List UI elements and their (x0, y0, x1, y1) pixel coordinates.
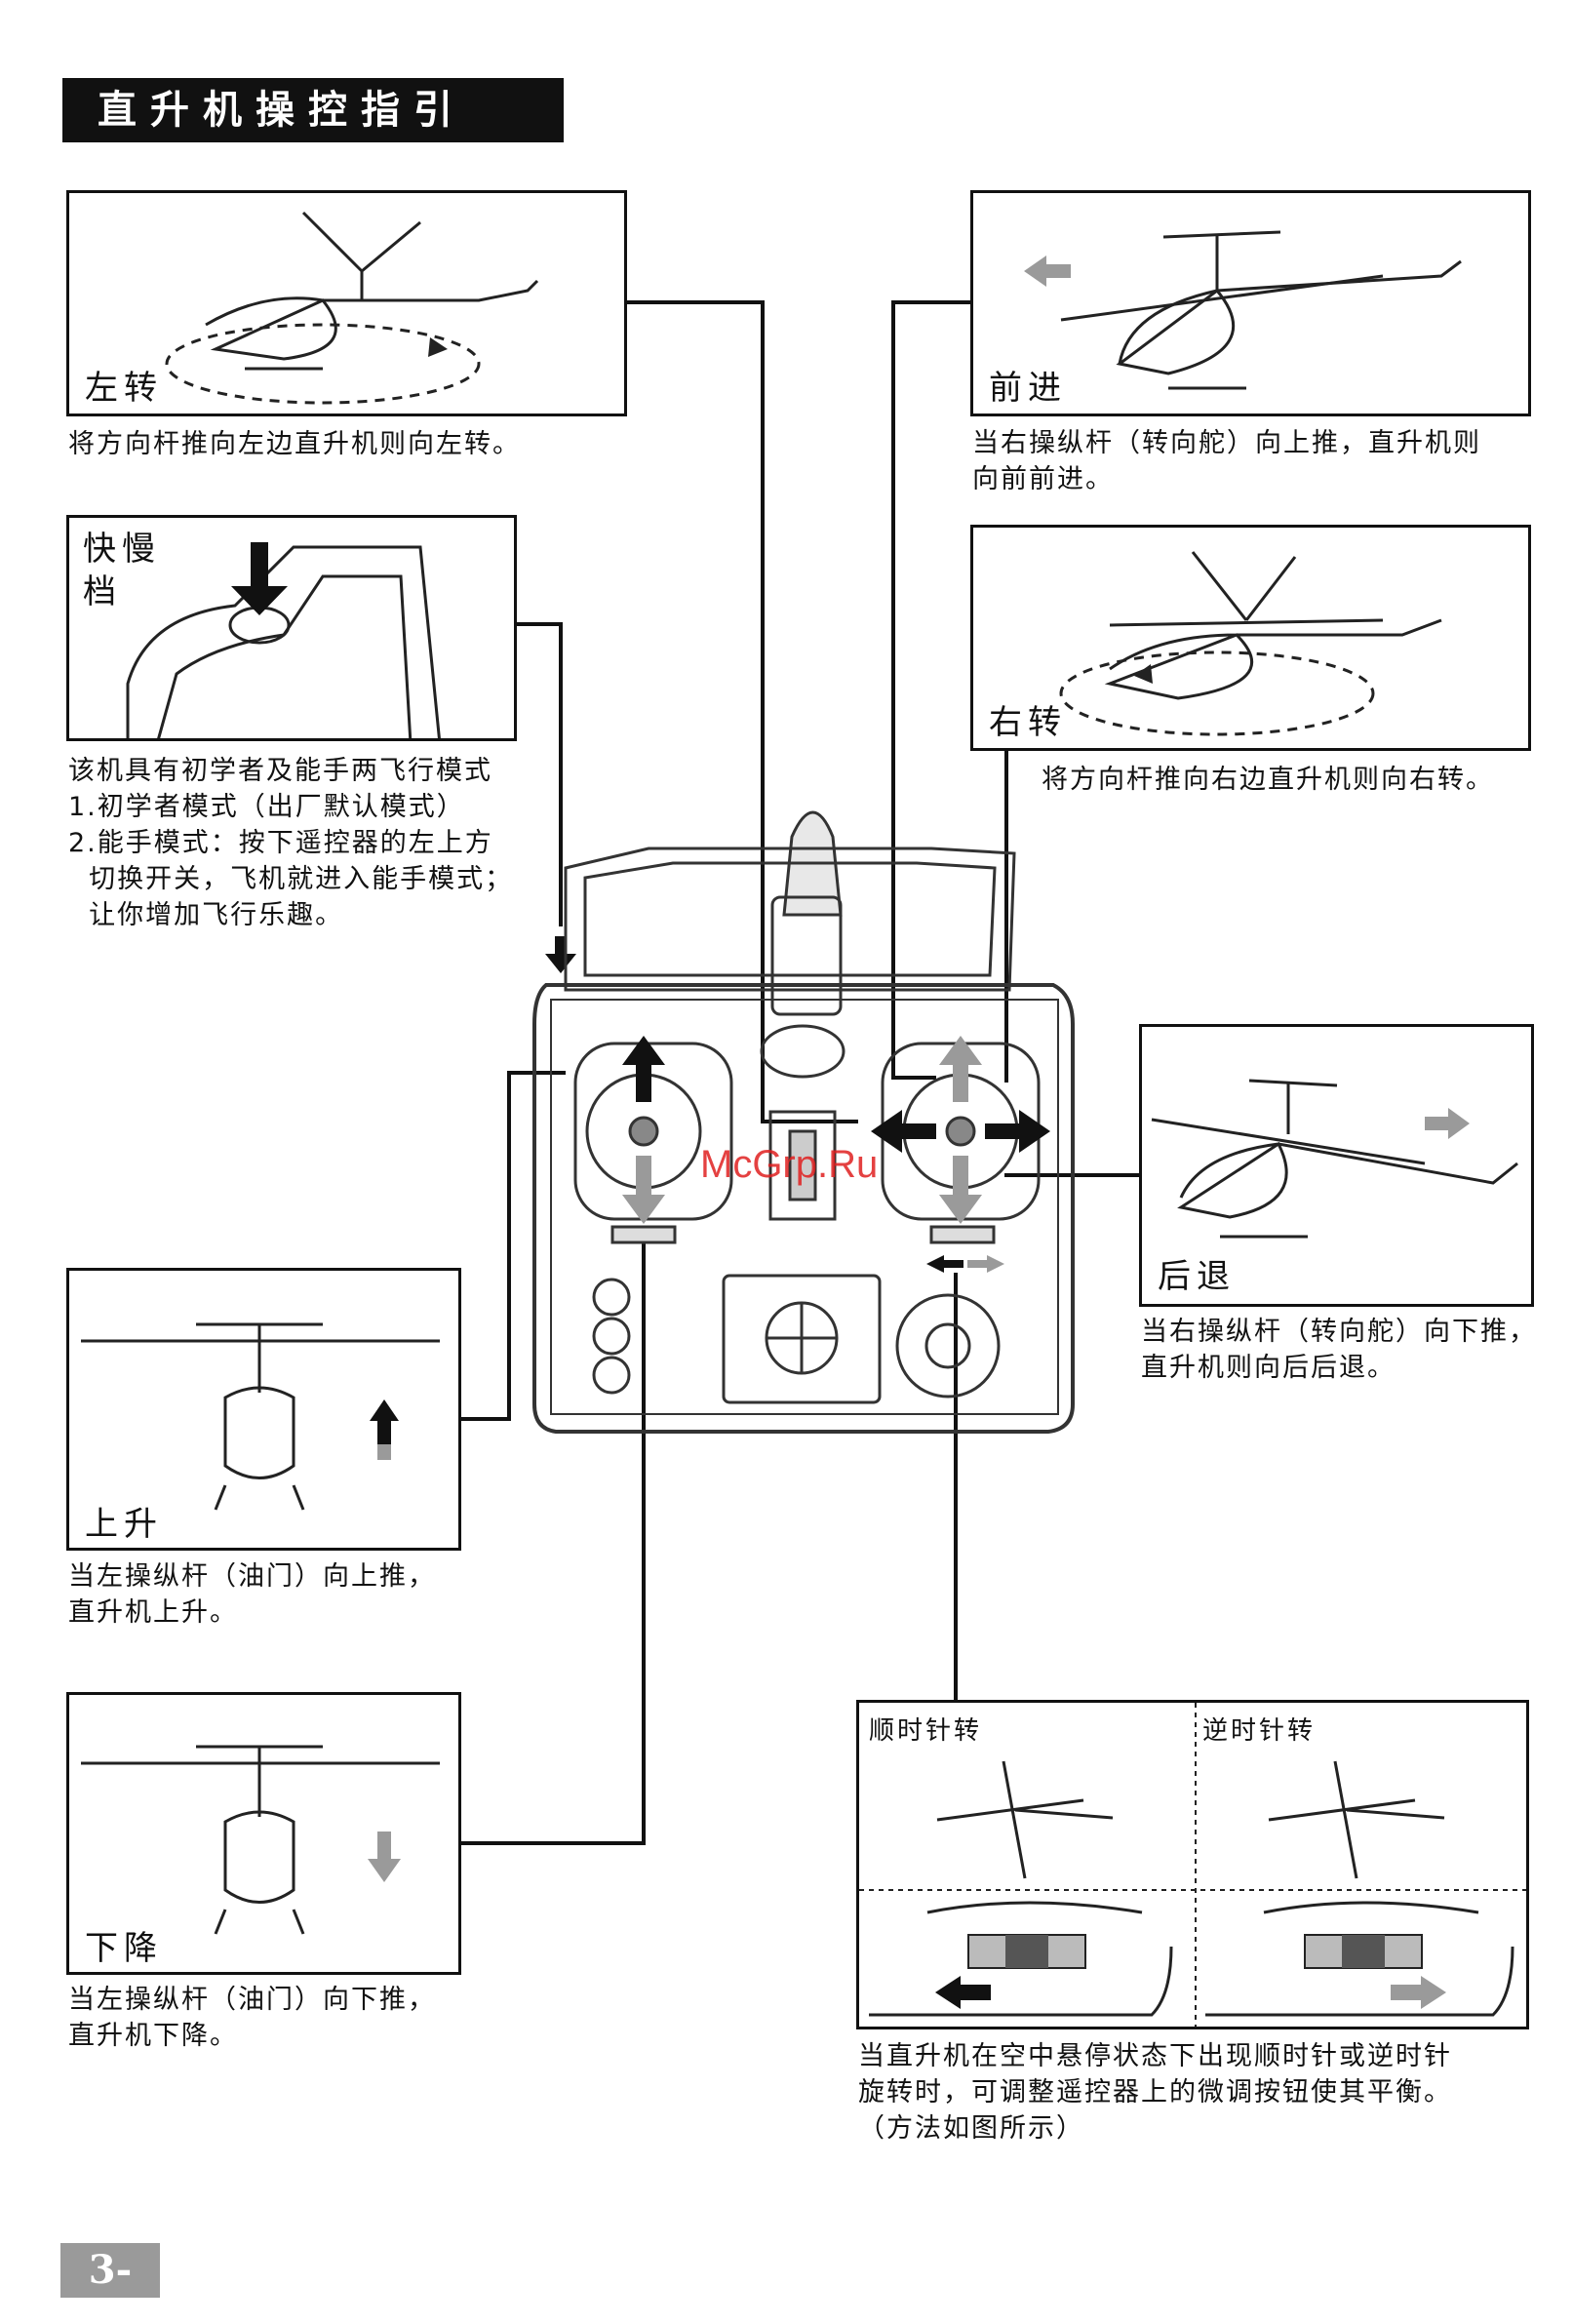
descend-caption: 当左操纵杆（油门）向下推， 直升机下降。 (68, 1982, 436, 2054)
left-turn-panel: 左转 (66, 190, 627, 416)
right-stick-up-arrow-icon (939, 1036, 982, 1102)
left-stick-up-arrow-icon (622, 1036, 665, 1102)
trim-caption: 当直升机在空中悬停状态下出现顺时针或逆时针 旋转时，可调整遥控器上的微调按钮使其… (858, 2038, 1452, 2147)
left-stick-down-arrow-icon (622, 1156, 665, 1224)
caption-line: 直升机则向后后退。 (1141, 1353, 1396, 1383)
speed-switch-label-line1: 快慢 (83, 530, 161, 569)
helicopter-ascend-illustration (81, 1322, 440, 1511)
speed-switch-caption: 该机具有初学者及能手两飞行模式 1.初学者模式（出厂默认模式） 2.能手模式：按… (68, 753, 513, 933)
trim-left-arrow-icon (935, 1976, 991, 2009)
descend-label: 下降 (85, 1929, 163, 1968)
right-stick-down-arrow-icon (939, 1156, 982, 1224)
caption-line: 当左操纵杆（油门）向下推， (68, 1985, 436, 2015)
left-turn-label: 左转 (85, 369, 163, 408)
right-turn-label: 右转 (989, 703, 1067, 742)
forward-panel: 前进 (970, 190, 1531, 416)
trim-left-right-arrow-icon (926, 1255, 1004, 1273)
right-turn-panel: 右转 (970, 525, 1531, 751)
descend-panel: 下降 (66, 1692, 461, 1975)
helicopter-forward-illustration (1024, 230, 1462, 390)
speed-switch-illustration (126, 542, 441, 738)
ascend-panel: 上升 (66, 1268, 461, 1551)
caption-line: 让你增加飞行乐趣。 (68, 900, 344, 930)
backward-panel: 后退 (1139, 1024, 1534, 1307)
caption-line: 切换开关，飞机就进入能手模式； (68, 864, 514, 894)
backward-label: 后退 (1158, 1257, 1236, 1296)
backward-caption: 当右操纵杆（转向舵）向下推， 直升机则向后后退。 (1141, 1314, 1537, 1386)
right-stick-left-arrow-icon (871, 1110, 936, 1153)
caption-line: 旋转时，可调整遥控器上的微调按钮使其平衡。 (858, 2077, 1452, 2107)
helicopter-backward-illustration (1151, 1079, 1518, 1239)
caption-line: 直升机上升。 (68, 1597, 238, 1628)
speed-switch-label-line2: 档 (83, 572, 122, 611)
page-number: 3- (60, 2243, 160, 2298)
page-title: 直升机操控指引 (62, 78, 564, 142)
trim-illustration (859, 1703, 1526, 2027)
ascend-caption: 当左操纵杆（油门）向上推， 直升机上升。 (68, 1558, 436, 1631)
helicopter-descend-illustration (81, 1745, 440, 1935)
caption-line: 直升机下降。 (68, 2021, 238, 2051)
right-stick-right-arrow-icon (985, 1110, 1050, 1153)
caption-line: 1.初学者模式（出厂默认模式） (68, 792, 465, 822)
forward-label: 前进 (989, 369, 1067, 408)
ascend-label: 上升 (85, 1505, 163, 1544)
remote-controller (532, 810, 1075, 1434)
right-turn-caption: 将方向杆推向右边直升机则向右转。 (1042, 765, 1494, 795)
trim-right-arrow-icon (1391, 1976, 1446, 2009)
counterclockwise-label: 逆时针转 (1202, 1716, 1317, 1746)
caption-line: 当直升机在空中悬停状态下出现顺时针或逆时针 (858, 2041, 1452, 2071)
forward-caption: 当右操纵杆（转向舵）向上推，直升机则 向前前进。 (972, 425, 1481, 497)
helicopter-right-turn-illustration (1059, 551, 1442, 736)
clockwise-label: 顺时针转 (869, 1716, 983, 1746)
speed-switch-panel: 快慢 档 (66, 515, 517, 741)
caption-line: 2.能手模式：按下遥控器的左上方 (68, 828, 493, 858)
caption-line: 该机具有初学者及能手两飞行模式 (68, 756, 492, 786)
speed-switch-arrow-icon (545, 936, 576, 973)
left-turn-caption: 将方向杆推向左边直升机则向左转。 (68, 429, 521, 459)
caption-line: 向前前进。 (972, 464, 1114, 494)
caption-line: 当右操纵杆（转向舵）向下推， (1141, 1317, 1537, 1347)
helicopter-left-turn-illustration (165, 211, 539, 405)
caption-line: 当右操纵杆（转向舵）向上推，直升机则 (972, 428, 1481, 458)
caption-line: 当左操纵杆（油门）向上推， (68, 1561, 436, 1592)
caption-line: （方法如图所示） (858, 2113, 1084, 2144)
trim-panel: 顺时针转 逆时针转 (856, 1700, 1529, 2029)
watermark: McGrp.Ru (700, 1143, 879, 1186)
